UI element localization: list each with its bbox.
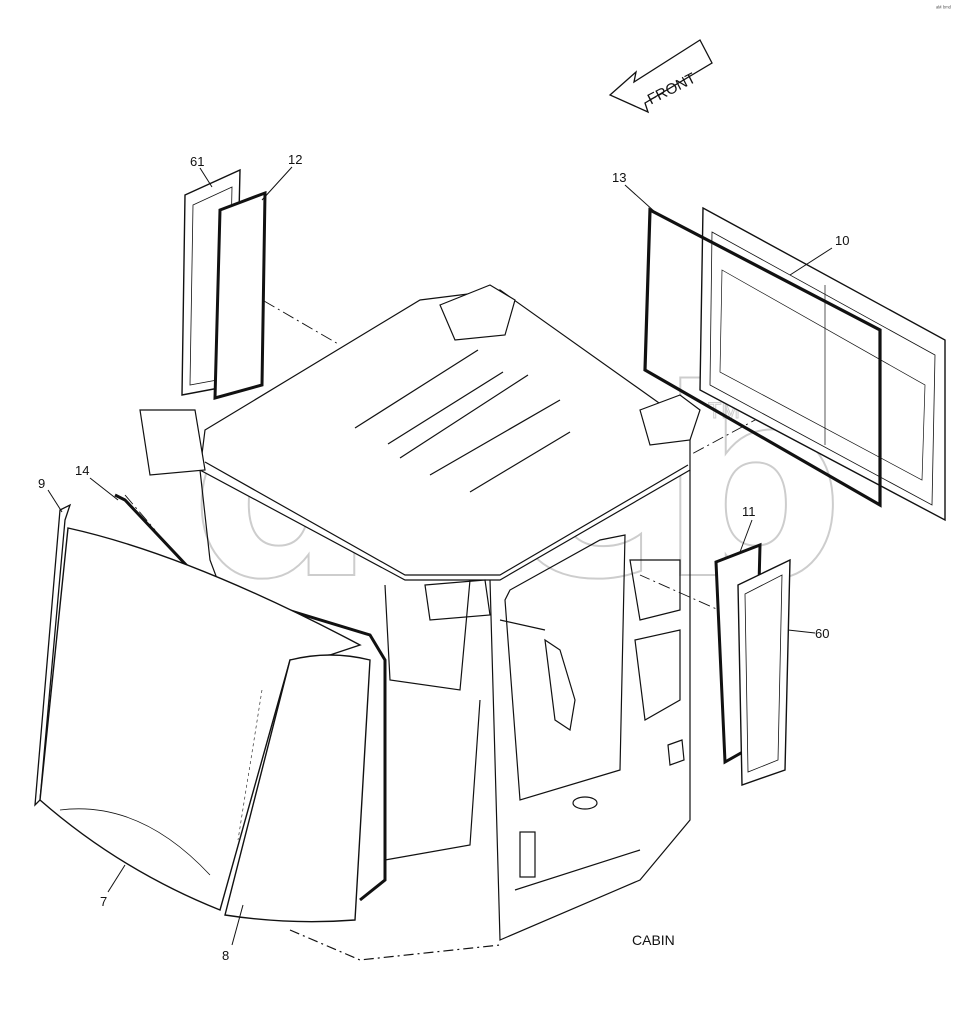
part-7-windshield [39, 527, 362, 911]
callout-leaders [47, 166, 833, 946]
callout-60: 60 [815, 626, 829, 641]
part-12-seal [213, 190, 267, 400]
callout-11: 11 [742, 504, 756, 519]
callout-7: 7 [100, 894, 107, 909]
part-8-windshield [224, 654, 371, 923]
part-60-glass [737, 558, 791, 786]
part-9-frame [34, 503, 72, 807]
callout-61: 61 [190, 154, 204, 169]
callout-9: 9 [38, 476, 45, 491]
callout-14: 14 [75, 463, 89, 478]
callout-labels: 61 12 13 10 9 14 11 60 7 8 [38, 152, 849, 963]
part-14-seal [114, 493, 387, 902]
callout-12: 12 [288, 152, 302, 167]
corner-mark: ᵃᴹ ᵇᵐᵈ [936, 5, 951, 12]
part-13-seal [643, 207, 882, 508]
callout-8: 8 [222, 948, 229, 963]
part-10-glass [699, 206, 946, 522]
callout-13: 13 [612, 170, 626, 185]
cabin-body [139, 284, 701, 961]
diagram-caption: CABIN [632, 932, 675, 948]
callout-10: 10 [835, 233, 849, 248]
front-arrow: FRONT [608, 39, 713, 114]
